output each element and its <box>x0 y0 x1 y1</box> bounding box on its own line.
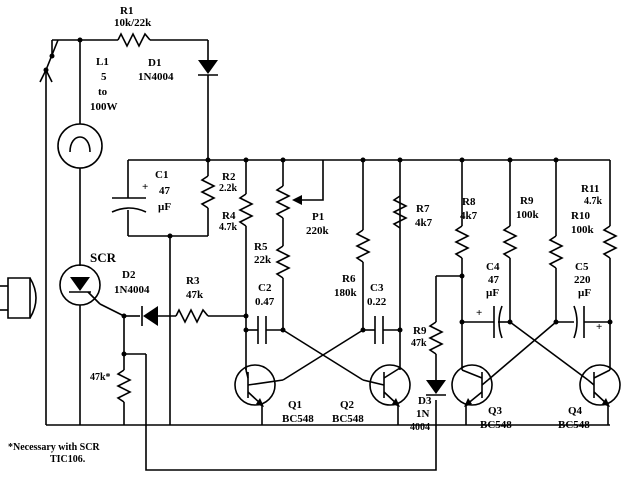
resistor-r8 <box>454 225 470 259</box>
resistor-r4 <box>238 193 254 227</box>
q3-value: BC548 <box>480 419 512 431</box>
r9b-value: 47k <box>411 338 427 349</box>
q3-name: Q3 <box>488 405 503 417</box>
potentiometer-p1 <box>275 185 291 219</box>
l1-val-1: 5 <box>101 71 107 83</box>
r3-name: R3 <box>186 275 200 287</box>
r4-name: R4 <box>222 210 236 222</box>
q2-name: Q2 <box>340 399 355 411</box>
scr <box>59 264 101 306</box>
r8-name: R8 <box>462 196 476 208</box>
r8-value: 4k7 <box>460 210 478 222</box>
r4-value: 4.7k <box>219 222 238 233</box>
r10-name: R10 <box>571 210 590 222</box>
capacitor-c5 <box>573 305 585 339</box>
c4-value: 47 <box>488 274 500 286</box>
resistor-r9-47k <box>428 321 444 355</box>
p1-name: P1 <box>312 211 324 223</box>
transistor-q4 <box>579 364 621 407</box>
scr-label: SCR <box>90 250 117 265</box>
d3-val-1: 1N <box>416 408 430 420</box>
c1-plus: + <box>142 181 148 193</box>
capacitor-c3 <box>374 316 384 344</box>
r9a-value: 100k <box>516 209 540 221</box>
r9b-name: R9 <box>413 325 427 337</box>
q4-name: Q4 <box>568 405 583 417</box>
resistor-47k-gate <box>116 369 132 403</box>
diode-d2 <box>141 306 158 326</box>
diode-d1 <box>198 40 218 160</box>
c1-name: C1 <box>155 169 168 181</box>
c4-unit: µF <box>486 287 499 299</box>
d2-name: D2 <box>122 269 136 281</box>
c1-unit: µF <box>158 201 171 213</box>
q1-value: BC548 <box>282 413 314 425</box>
footnote-line-1: *Necessary with SCR <box>8 442 100 453</box>
r7-value: 4k7 <box>415 217 433 229</box>
c4-plus: + <box>476 307 482 319</box>
p1-value: 220k <box>306 225 330 237</box>
c1-value: 47 <box>159 185 171 197</box>
c5-name: C5 <box>575 261 589 273</box>
r2-value: 2.2k <box>219 183 238 194</box>
r9a-name: R9 <box>520 195 534 207</box>
c3-value: 0.22 <box>367 296 387 308</box>
capacitor-c1 <box>111 197 147 213</box>
mains-plug <box>0 277 37 319</box>
q1-name: Q1 <box>288 399 302 411</box>
r5-value: 22k <box>254 254 272 266</box>
c3-name: C3 <box>370 282 384 294</box>
r47k-label: 47k* <box>90 372 111 383</box>
resistor-r1 <box>117 32 151 48</box>
r11-value: 4.7k <box>584 196 603 207</box>
transistor-q1 <box>234 364 284 407</box>
r1-name: R1 <box>120 5 133 17</box>
c5-unit: µF <box>578 287 591 299</box>
r3-value: 47k <box>186 289 204 301</box>
c5-value: 220 <box>574 274 591 286</box>
r1-value: 10k/22k <box>114 17 152 29</box>
c5-plus: + <box>596 321 602 333</box>
resistor-r10 <box>548 235 564 269</box>
diode-d3 <box>426 380 446 396</box>
power-switch <box>39 39 59 425</box>
transistor-q3 <box>451 364 493 407</box>
q4-value: BC548 <box>558 419 590 431</box>
resistor-r2 <box>200 175 216 209</box>
c2-value: 0.47 <box>255 296 275 308</box>
resistor-r7 <box>392 195 408 229</box>
d3-name: D3 <box>418 395 432 407</box>
footnote-line-2: TIC106. <box>50 454 86 465</box>
l1-val-2: to <box>98 86 108 98</box>
d3-val-2: 4004 <box>410 422 430 433</box>
r11-name: R11 <box>581 183 599 195</box>
r5-name: R5 <box>254 241 268 253</box>
r6-value: 180k <box>334 287 358 299</box>
resistor-r9-100k <box>502 225 518 259</box>
r2-name: R2 <box>222 171 236 183</box>
l1-val-3: 100W <box>90 101 118 113</box>
c4-name: C4 <box>486 261 500 273</box>
r10-value: 100k <box>571 224 595 236</box>
lamp-l1 <box>57 123 103 169</box>
d1-value: 1N4004 <box>138 71 174 83</box>
resistor-r6 <box>355 229 371 263</box>
d1-name: D1 <box>148 57 161 69</box>
q2-value: BC548 <box>332 413 364 425</box>
c2-name: C2 <box>258 282 272 294</box>
r7-name: R7 <box>416 203 430 215</box>
resistor-r3 <box>175 308 209 324</box>
d2-value: 1N4004 <box>114 284 150 296</box>
l1-name: L1 <box>96 56 109 68</box>
transistor-q2 <box>362 364 411 407</box>
capacitor-c2 <box>257 316 267 344</box>
resistor-r11 <box>602 225 618 259</box>
resistor-r5 <box>275 245 291 279</box>
r6-name: R6 <box>342 273 356 285</box>
